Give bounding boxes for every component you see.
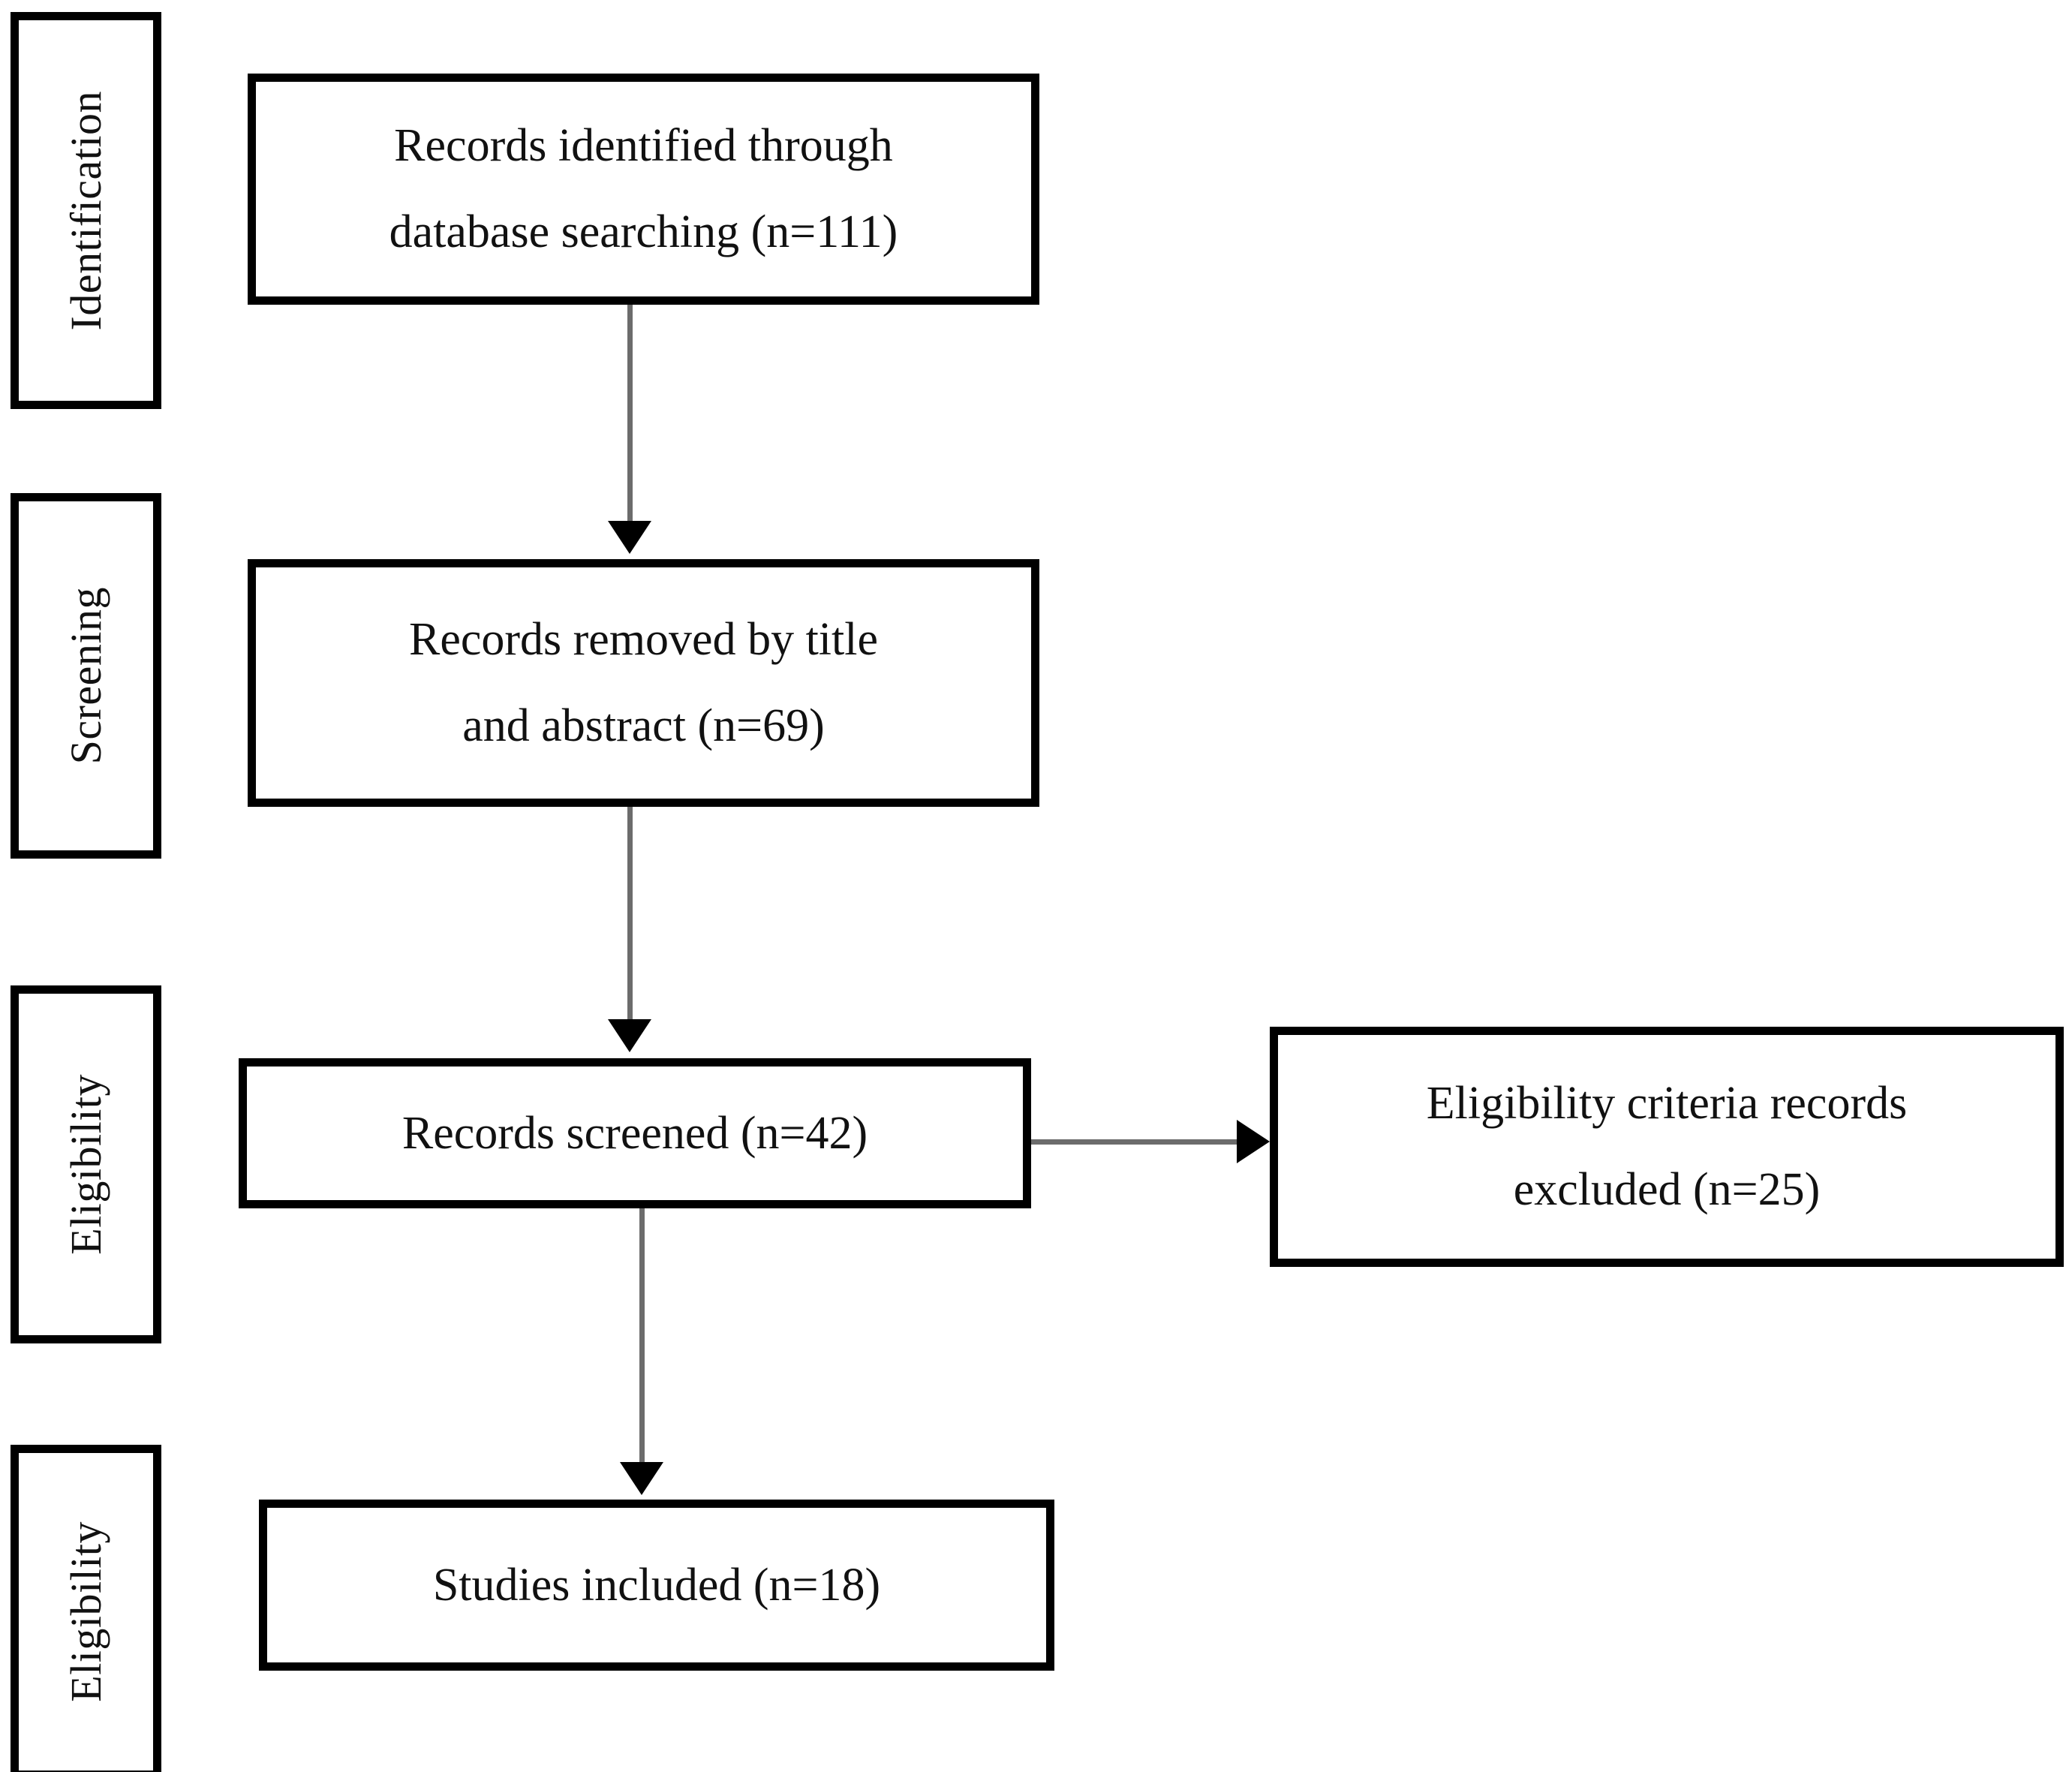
arrowhead-right-screened-to-excluded bbox=[1237, 1120, 1270, 1163]
flow-box-eligibility-excluded-text: Eligibility criteria records excluded (n… bbox=[1427, 1060, 1907, 1232]
flow-text-line-2: database searching (n=111) bbox=[389, 206, 898, 257]
arrowhead-down-removed-to-screened bbox=[608, 1019, 651, 1052]
flow-box-studies-included: Studies included (n=18) bbox=[259, 1500, 1054, 1671]
stage-box-identification: Identification bbox=[11, 12, 161, 409]
flow-box-records-removed: Records removed by title and abstract (n… bbox=[248, 559, 1039, 807]
flow-text-line-1: Studies included (n=18) bbox=[432, 1559, 881, 1611]
flow-box-records-screened-text: Records screened (n=42) bbox=[402, 1091, 868, 1177]
stage-label-eligibility-1: Eligibility bbox=[61, 1074, 110, 1255]
stage-box-screening: Screening bbox=[11, 493, 161, 859]
connector-line-screened-to-included bbox=[639, 1208, 645, 1467]
stage-box-eligibility-1: Eligibility bbox=[11, 985, 161, 1343]
stage-label-screening: Screening bbox=[61, 587, 110, 765]
flow-text-line-1: Records screened (n=42) bbox=[401, 1107, 868, 1159]
stage-box-eligibility-2: Eligibility bbox=[11, 1445, 161, 1772]
flow-text-line-1: Records identified through bbox=[394, 120, 893, 172]
flow-text-line-1: Eligibility criteria records bbox=[1426, 1078, 1908, 1130]
arrowhead-down-screened-to-included bbox=[620, 1462, 663, 1495]
connector-line-screened-to-excluded bbox=[1031, 1139, 1249, 1145]
flow-box-studies-included-text: Studies included (n=18) bbox=[433, 1542, 880, 1629]
connector-line-removed-to-screened bbox=[627, 807, 633, 1024]
flow-box-records-identified: Records identified through database sear… bbox=[248, 74, 1039, 305]
stage-label-identification: Identification bbox=[61, 90, 110, 331]
arrowhead-down-identified-to-removed bbox=[608, 521, 651, 554]
stage-label-eligibility-2: Eligibility bbox=[61, 1521, 110, 1702]
flow-box-eligibility-excluded: Eligibility criteria records excluded (n… bbox=[1270, 1027, 2064, 1267]
flow-box-records-identified-text: Records identified through database sear… bbox=[389, 103, 898, 275]
flow-box-records-screened: Records screened (n=42) bbox=[239, 1058, 1031, 1208]
flow-text-line-2: excluded (n=25) bbox=[1513, 1164, 1821, 1215]
flow-box-records-removed-text: Records removed by title and abstract (n… bbox=[409, 597, 878, 769]
flow-text-line-1: Records removed by title bbox=[409, 614, 878, 666]
connector-line-identified-to-removed bbox=[627, 305, 633, 530]
flow-text-line-2: and abstract (n=69) bbox=[462, 700, 825, 751]
